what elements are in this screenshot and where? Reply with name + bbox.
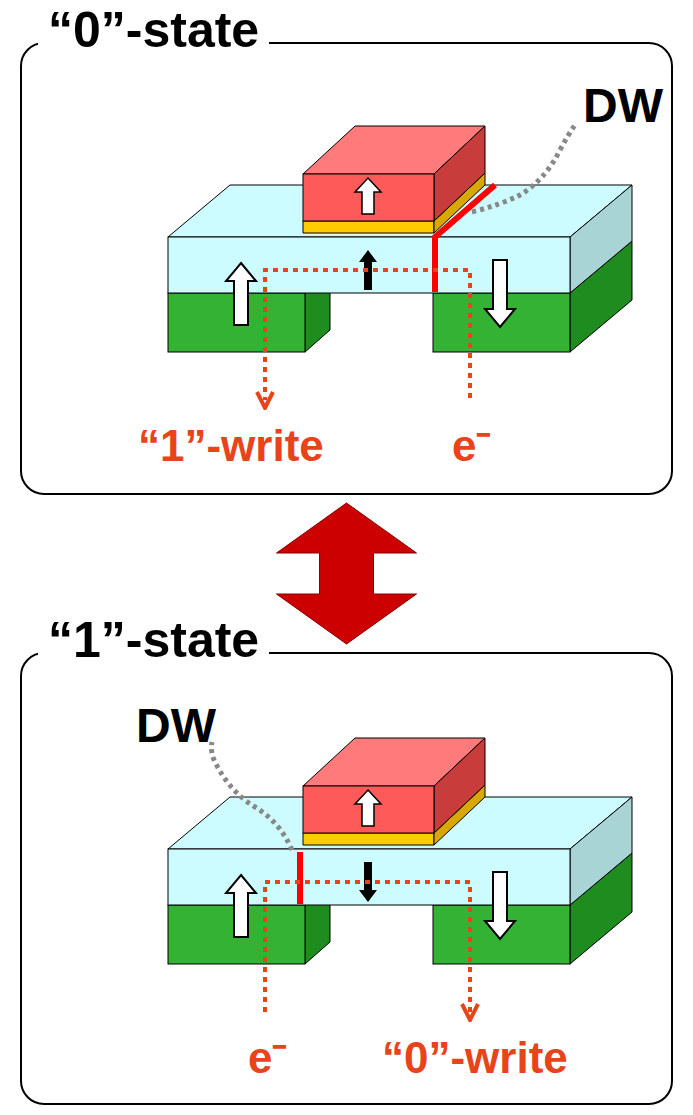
- annotation-label: DW: [583, 82, 663, 130]
- panel-title: “0”-state: [38, 4, 269, 56]
- transition-arrow: [277, 503, 417, 644]
- current-path: [265, 270, 470, 400]
- annotation-label: DW: [136, 702, 216, 750]
- state-panel: “1”-state: [20, 652, 673, 1105]
- current-path: [265, 882, 470, 1012]
- annotation-label: “0”-write: [382, 1036, 568, 1080]
- domain-wall: [297, 852, 303, 904]
- domain-wall: [435, 185, 495, 292]
- leader-line: [472, 125, 575, 212]
- device-0: [168, 126, 632, 352]
- state-panel: “0”-state: [20, 42, 673, 495]
- annotation-label: e⁻: [452, 424, 491, 468]
- panel-title: “1”-state: [38, 614, 269, 666]
- leader-line: [211, 742, 292, 850]
- annotation-label: e⁻: [248, 1036, 287, 1080]
- annotation-label: “1”-write: [138, 424, 324, 468]
- device-1: [168, 738, 632, 964]
